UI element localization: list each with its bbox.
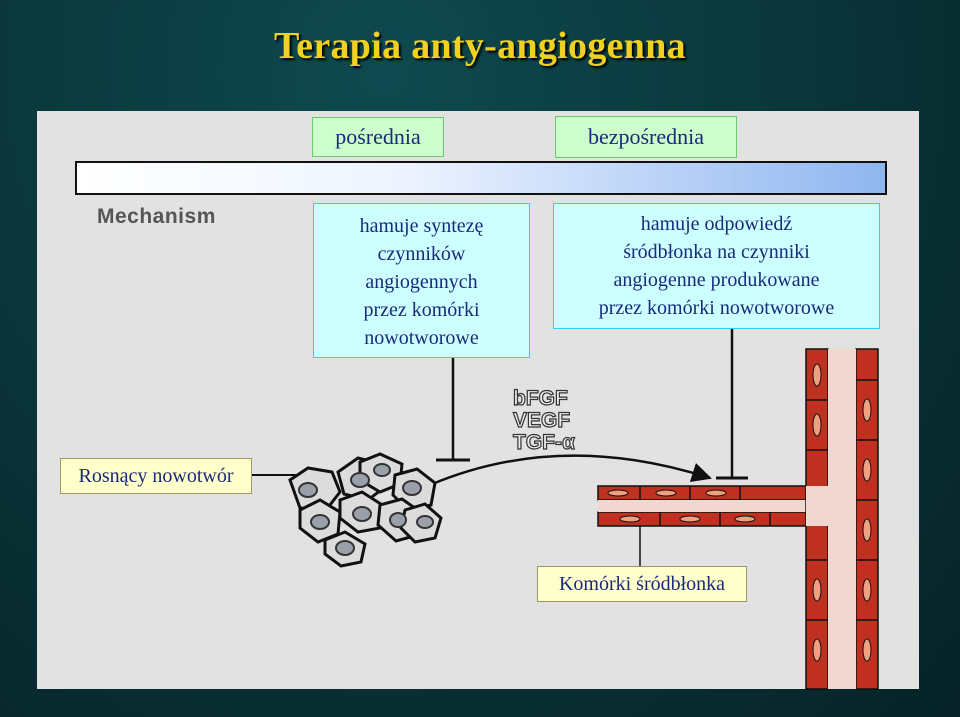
tumor-nuclei (298, 463, 434, 556)
direct-description: hamuje odpowiedź śródbłonka na czynniki … (553, 203, 880, 329)
indirect-line-4: przez komórki (363, 299, 480, 321)
slide-title: Terapia anty-angiogenna (274, 25, 686, 67)
indirect-line-2: czynników (377, 243, 466, 265)
direct-label: bezpośrednia (555, 116, 737, 158)
mechanism-label: Mechanism (97, 205, 216, 228)
growth-factors-list: bFGF VEGF TGF-α (512, 387, 575, 454)
indirect-label: pośrednia (312, 117, 444, 157)
factor-bfgf: bFGF (512, 387, 568, 410)
direct-line-1: hamuje odpowiedź (640, 213, 793, 235)
indirect-line-3: angiogennych (365, 271, 478, 293)
factor-tgf: TGF-α (512, 431, 575, 454)
indirect-line-5: nowotworowe (364, 327, 479, 349)
horizontal-vessel (597, 485, 809, 527)
therapy-spectrum-bar (75, 161, 887, 195)
endothelium-label: Komórki śródbłonka (537, 566, 747, 602)
direct-line-2: śródbłonka na czynniki (623, 241, 810, 263)
direct-line-3: angiogenne produkowane (613, 269, 820, 291)
indirect-line-1: hamuje syntezę (359, 215, 484, 237)
tumor-label: Rosnący nowotwór (60, 458, 252, 494)
factor-vegf: VEGF (512, 409, 571, 432)
indirect-description: hamuje syntezę czynników angiogennych pr… (313, 203, 530, 358)
direct-line-4: przez komórki nowotworowe (598, 297, 835, 319)
vertical-vessel (805, 348, 879, 690)
growth-factor-arrow (429, 454, 712, 487)
